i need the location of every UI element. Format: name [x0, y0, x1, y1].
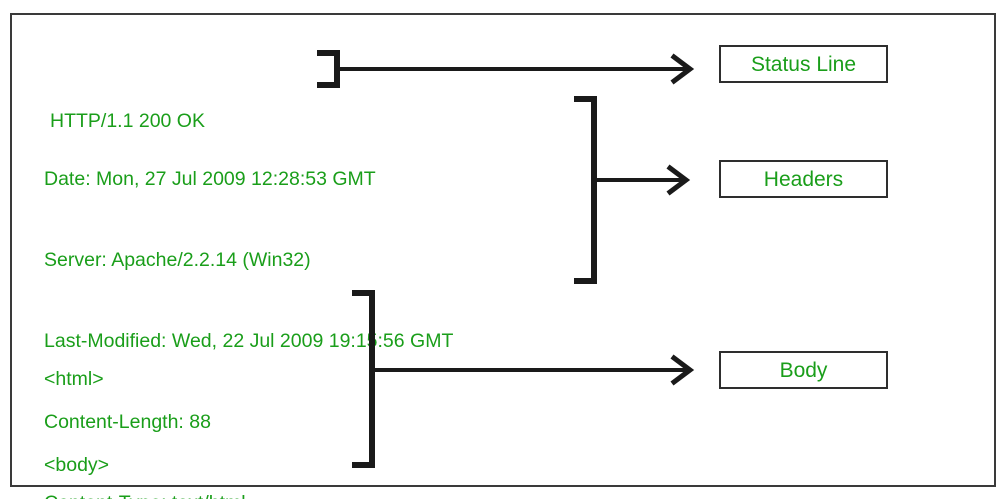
body-row-body-open: <body> — [44, 453, 110, 476]
label-box-headers: Headers — [719, 160, 888, 198]
header-row-date: Date: Mon, 27 Jul 2009 12:28:53 GMT — [44, 168, 376, 190]
header-row-last-modified: Last-Modified: Wed, 22 Jul 2009 19:15:56… — [44, 330, 454, 352]
label-box-headers-text: Headers — [763, 167, 844, 191]
headers-text-block: Date: Mon, 27 Jul 2009 12:28:53 GMT Serv… — [44, 112, 453, 499]
label-box-body: Body — [719, 351, 888, 389]
body-connector — [350, 286, 706, 472]
status-line-bracket — [317, 50, 340, 88]
headers-bracket — [574, 96, 597, 284]
status-line-connector — [316, 46, 706, 92]
body-row-html-open: <html> — [44, 368, 104, 390]
status-line-arrowhead-icon — [670, 53, 695, 85]
headers-arrowhead-icon — [666, 164, 691, 196]
label-box-status-line-text: Status Line — [750, 52, 857, 76]
header-row-content-length: Content-Length: 88 — [44, 411, 211, 433]
diagram-frame — [10, 13, 996, 487]
label-box-body-text: Body — [779, 358, 828, 382]
body-text-block: <html> <body> <h1>Hello, World!</h1> </b… — [44, 308, 250, 499]
header-row-server: Server: Apache/2.2.14 (Win32) — [44, 249, 311, 271]
status-line-row: HTTP/1.1 200 OK — [50, 110, 205, 132]
header-row-content-type: Content-Type: text/html — [44, 490, 453, 499]
status-line-text-block: HTTP/1.1 200 OK — [50, 56, 205, 186]
body-arrowhead-icon — [670, 354, 695, 386]
headers-connector — [572, 92, 702, 288]
body-bracket — [352, 290, 375, 468]
label-box-status-line: Status Line — [719, 45, 888, 83]
